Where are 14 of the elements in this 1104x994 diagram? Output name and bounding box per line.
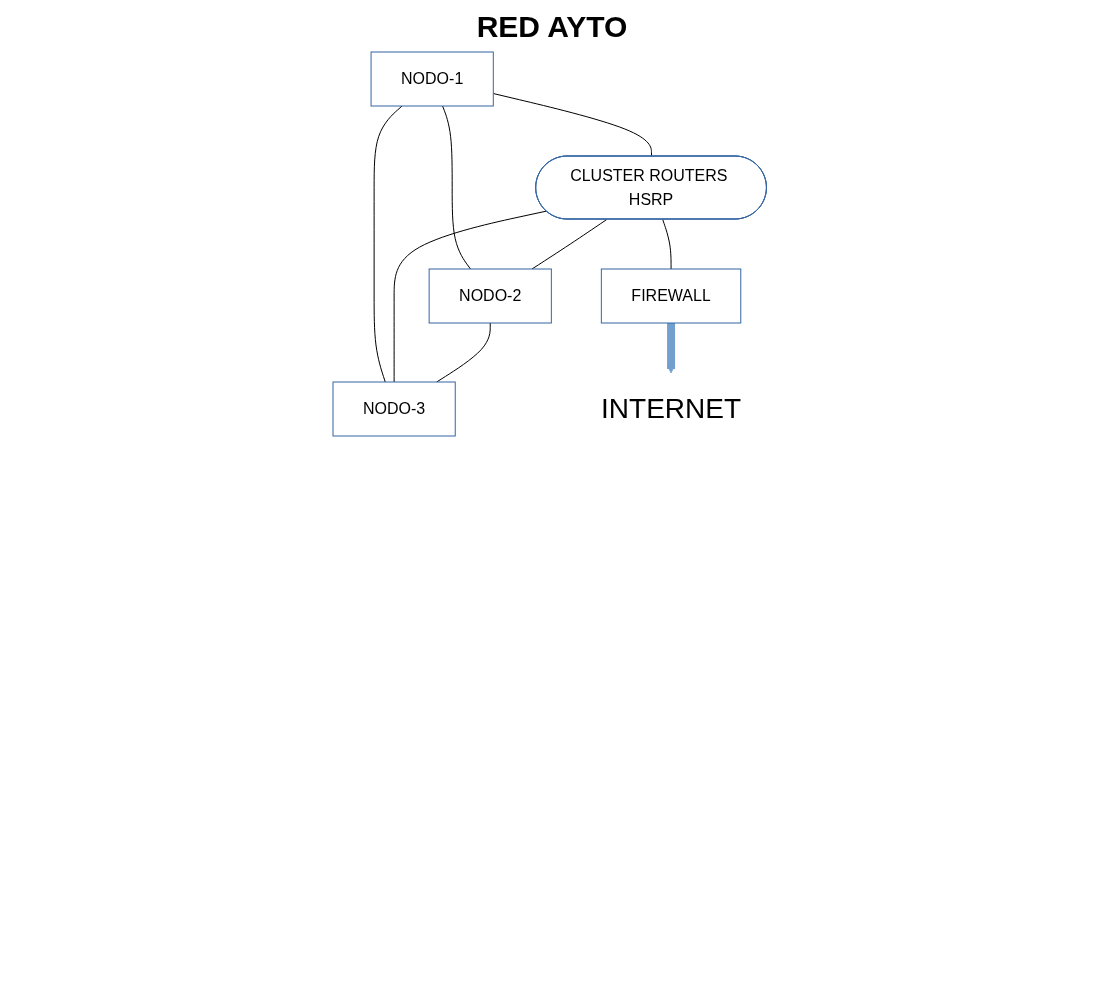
node-text: INTERNET [601,393,742,424]
connector [393,210,547,383]
network-label: RED AYTO [476,10,628,43]
arrow [666,323,676,374]
connector [492,93,653,157]
connector [662,219,672,270]
node-box: NODO-2 [428,268,552,324]
connector [373,105,403,383]
connector [531,219,608,270]
node-box: FIREWALL [600,268,742,324]
node-box: NODO-3 [332,381,456,437]
connector [436,322,491,383]
node-box: NODO-1 [370,51,494,107]
connector [442,105,471,270]
